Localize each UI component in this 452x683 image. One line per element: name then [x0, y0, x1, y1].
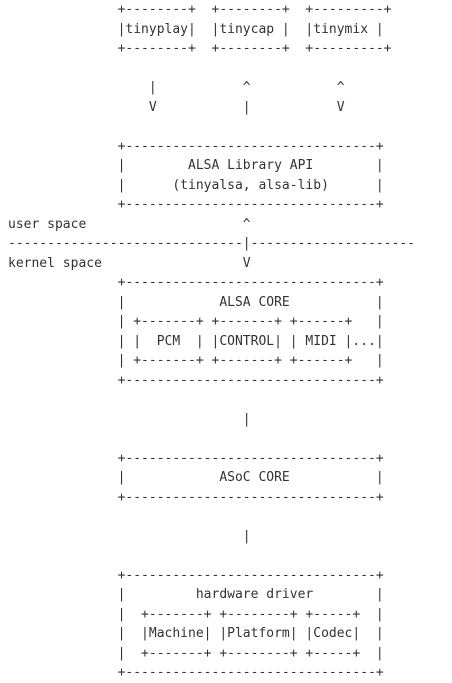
diagram-line-1: +--------+ +--------+ +---------+	[8, 2, 392, 17]
diagram-line-22: |	[8, 411, 251, 427]
software-stack-ascii-diagram: +--------+ +--------+ +---------+ |tinyp…	[8, 0, 415, 683]
diagram-line-25: | ASoC CORE |	[8, 470, 384, 485]
diagram-line-2: |tinyplay| |tinycap | |tinymix |	[8, 21, 384, 37]
diagram-line-27	[8, 507, 415, 527]
diagram-line-28: |	[8, 528, 251, 544]
diagram-line-4	[8, 59, 415, 79]
diagram-line-24: +--------------------------------+	[8, 450, 384, 466]
diagram-line-11: +--------------------------------+	[8, 197, 384, 212]
diagram-line-33: | |Machine| |Platform| |Codec| |	[8, 626, 384, 641]
diagram-line-9: | ALSA Library API |	[8, 158, 384, 173]
diagram-line-3: +--------+ +--------+ +---------+	[8, 41, 392, 56]
diagram-line-17: | +-------+ +-------+ +------+ |	[8, 314, 384, 329]
diagram-line-34: | +-------+ +--------+ +-----+ |	[8, 645, 384, 661]
diagram-line-29	[8, 546, 415, 566]
diagram-line-15: +--------------------------------+	[8, 275, 384, 290]
diagram-line-7	[8, 117, 415, 137]
diagram-line-12: user space ^	[8, 216, 251, 232]
diagram-line-30: +--------------------------------+	[8, 567, 384, 583]
diagram-line-5: | ^ ^	[8, 80, 345, 95]
diagram-line-6: V | V	[8, 99, 345, 115]
diagram-line-31: | hardware driver |	[8, 587, 384, 602]
diagram-line-14: kernel space V	[8, 255, 251, 271]
diagram-line-13: ------------------------------|---------…	[8, 236, 415, 251]
diagram-line-16: | ALSA CORE |	[8, 294, 384, 310]
diagram-line-23	[8, 429, 415, 449]
diagram-line-32: | +-------+ +--------+ +-----+ |	[8, 606, 384, 622]
diagram-line-8: +--------------------------------+	[8, 138, 384, 154]
diagram-line-19: | +-------+ +-------+ +------+ |	[8, 353, 384, 368]
diagram-line-21	[8, 390, 415, 410]
diagram-line-20: +--------------------------------+	[8, 372, 384, 388]
diagram-line-10: | (tinyalsa, alsa-lib) |	[8, 177, 384, 193]
diagram-line-18: | | PCM | |CONTROL| | MIDI |...|	[8, 333, 384, 349]
diagram-line-26: +--------------------------------+	[8, 489, 384, 505]
diagram-line-35: +--------------------------------+	[8, 665, 384, 680]
